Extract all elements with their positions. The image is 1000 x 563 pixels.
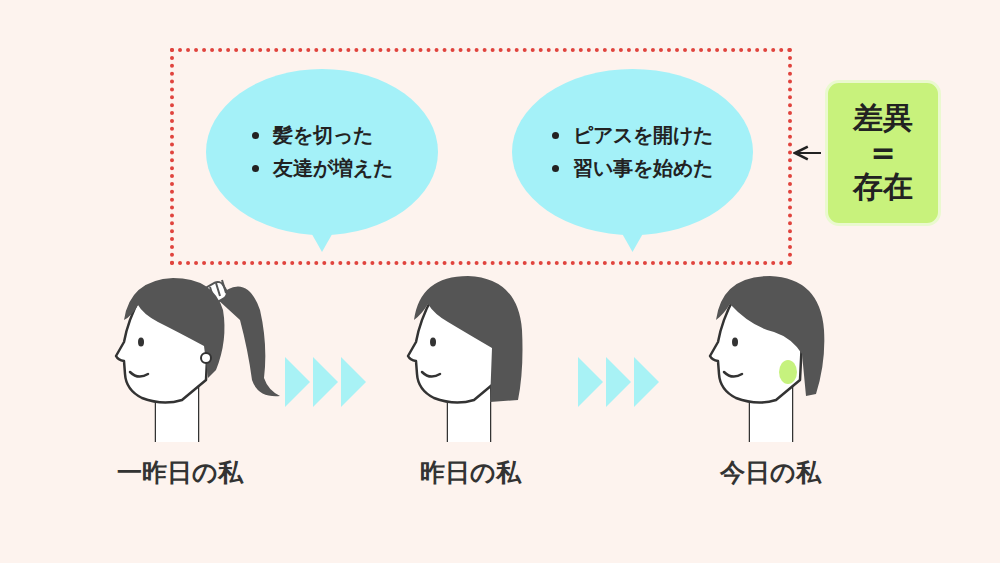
bullet-dot xyxy=(252,165,259,172)
bullet-dot xyxy=(552,132,559,139)
arrow-connector xyxy=(795,152,821,154)
dashed-group-frame: 髪を切った友達が増えたピアスを開けた習い事を始めた xyxy=(170,48,792,265)
progress-chevrons xyxy=(285,357,659,407)
bullet-item: ピアスを開けた xyxy=(573,119,713,152)
timeline-label: 一昨日の私 xyxy=(117,456,243,489)
earring xyxy=(779,360,797,384)
timeline-label: 昨日の私 xyxy=(420,456,521,489)
conclusion-box: 差異=存在 xyxy=(825,80,941,226)
head-short xyxy=(710,276,824,442)
bullet-dot xyxy=(552,165,559,172)
bubble-shape xyxy=(512,69,753,235)
head-ponytail xyxy=(116,278,280,442)
head-bob xyxy=(408,276,523,442)
bullet-item: 髪を切った xyxy=(273,119,373,152)
conclusion-text: 存在 xyxy=(853,170,913,205)
conclusion-text: = xyxy=(870,136,895,171)
speech-bubble: ピアスを開けた習い事を始めた xyxy=(512,69,753,235)
conclusion-text: 差異 xyxy=(853,101,913,136)
bullet-item: 友達が増えた xyxy=(273,152,393,185)
speech-bubble: 髪を切った友達が増えた xyxy=(206,69,438,235)
timeline-label: 今日の私 xyxy=(720,456,821,489)
bullet-dot xyxy=(252,132,259,139)
bubble-shape xyxy=(206,69,438,235)
bullet-item: 習い事を始めた xyxy=(573,152,713,185)
